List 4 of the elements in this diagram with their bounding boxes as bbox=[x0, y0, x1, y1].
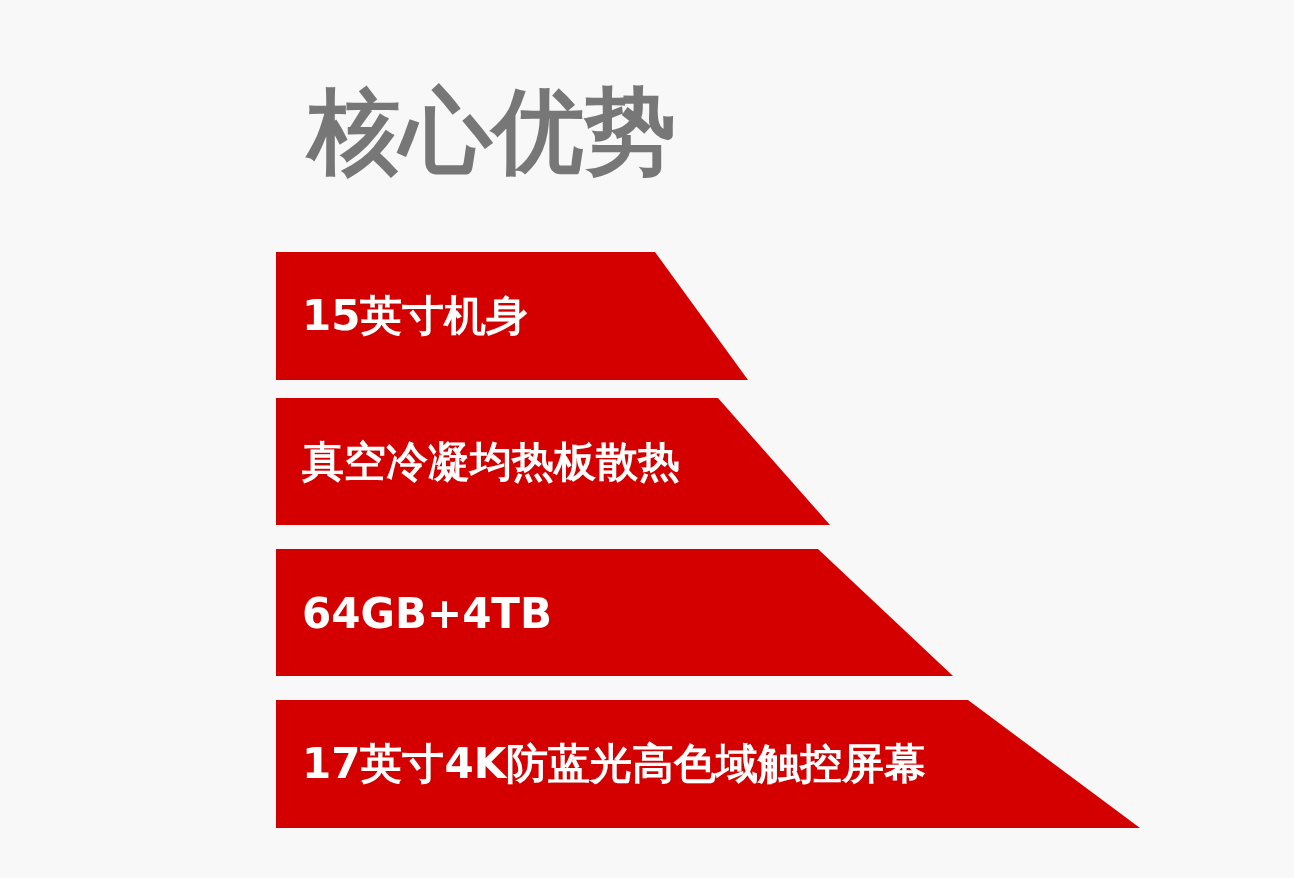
band-label: 15英寸机身 bbox=[302, 290, 529, 342]
band-label: 17英寸4K防蓝光高色域触控屏幕 bbox=[302, 738, 927, 790]
band-label: 真空冷凝均热板散热 bbox=[302, 435, 680, 488]
band-label: 64GB+4TB bbox=[302, 588, 552, 637]
